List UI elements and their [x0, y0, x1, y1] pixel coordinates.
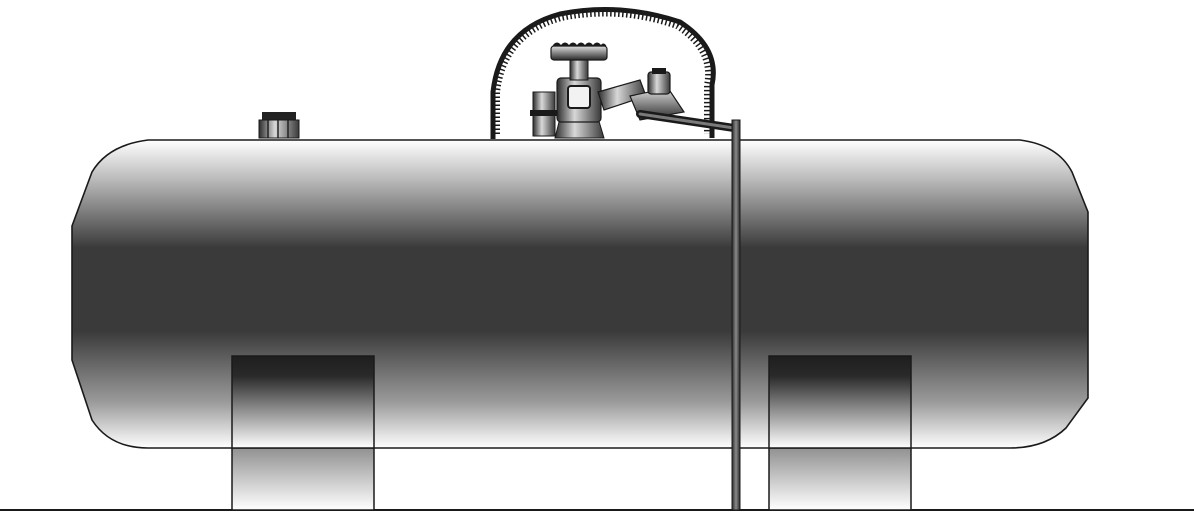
- tank-body: [71, 139, 1089, 449]
- valve-handwheel: [550, 45, 608, 61]
- supply-pipe: [636, 110, 741, 511]
- fill-plug: [258, 112, 300, 139]
- dome-cover: [490, 7, 716, 139]
- left-leg-saddle: [231, 355, 375, 449]
- right-leg-saddle: [768, 355, 912, 449]
- service-valve: [530, 42, 608, 139]
